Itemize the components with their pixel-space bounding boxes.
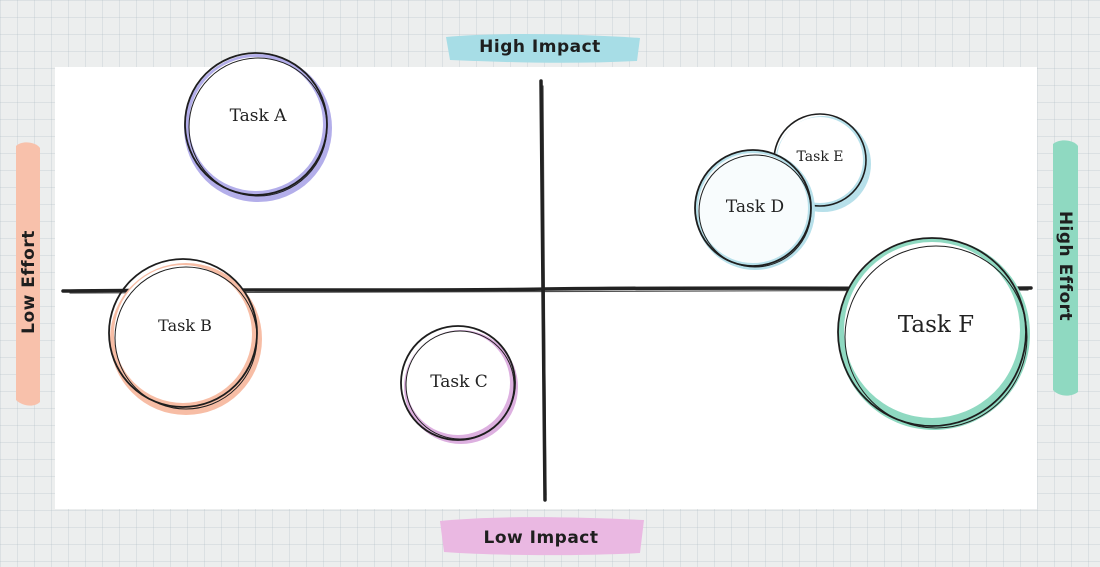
task-e-label: Task E	[797, 149, 844, 165]
top-axis-label-group: High Impact	[446, 34, 640, 63]
right-axis-label-group: High Effort	[1053, 140, 1078, 396]
bottom-axis-label-group: Low Impact	[440, 517, 644, 556]
task-c-outline-2	[405, 330, 515, 440]
task-a-fill	[189, 57, 323, 191]
task-f-fill	[844, 242, 1020, 418]
task-a-outline-2	[188, 57, 328, 197]
task-d-outline-2	[698, 154, 812, 268]
task-d-fill	[698, 153, 808, 263]
task-c-label: Task C	[430, 372, 488, 392]
top-axis-label: High Impact	[479, 37, 601, 57]
task-f-outline	[837, 237, 1027, 427]
bottom-axis-label: Low Impact	[483, 528, 598, 548]
bottom-label-band	[440, 517, 644, 556]
task-c-fill	[406, 331, 510, 435]
task-b-label: Task B	[158, 316, 212, 335]
task-f-outline-2	[844, 245, 1028, 429]
task-d-label: Task D	[726, 197, 784, 217]
task-a-label: Task A	[230, 106, 288, 126]
task-b-outline-2	[114, 266, 258, 410]
left-label-band	[16, 142, 40, 406]
task-a-bubble[interactable]: Task A	[184, 52, 332, 202]
task-b-fill	[114, 265, 252, 403]
left-axis-label-group: Low Effort	[16, 142, 40, 406]
right-label-band	[1053, 140, 1078, 396]
vertical-axis	[539, 79, 547, 502]
task-c-bubble[interactable]: Task C	[400, 325, 518, 444]
right-axis-label: High Effort	[1055, 211, 1075, 321]
task-b-bubble[interactable]: Task B	[108, 258, 262, 415]
task-d-bubble[interactable]: Task D	[694, 149, 815, 270]
task-f-bubble[interactable]: Task F	[837, 237, 1030, 430]
left-axis-label: Low Effort	[19, 230, 39, 334]
task-f-label: Task F	[898, 312, 974, 338]
top-label-band	[446, 34, 640, 63]
task-c-outline	[400, 325, 516, 441]
vertical-axis-sketch	[542, 85, 547, 496]
